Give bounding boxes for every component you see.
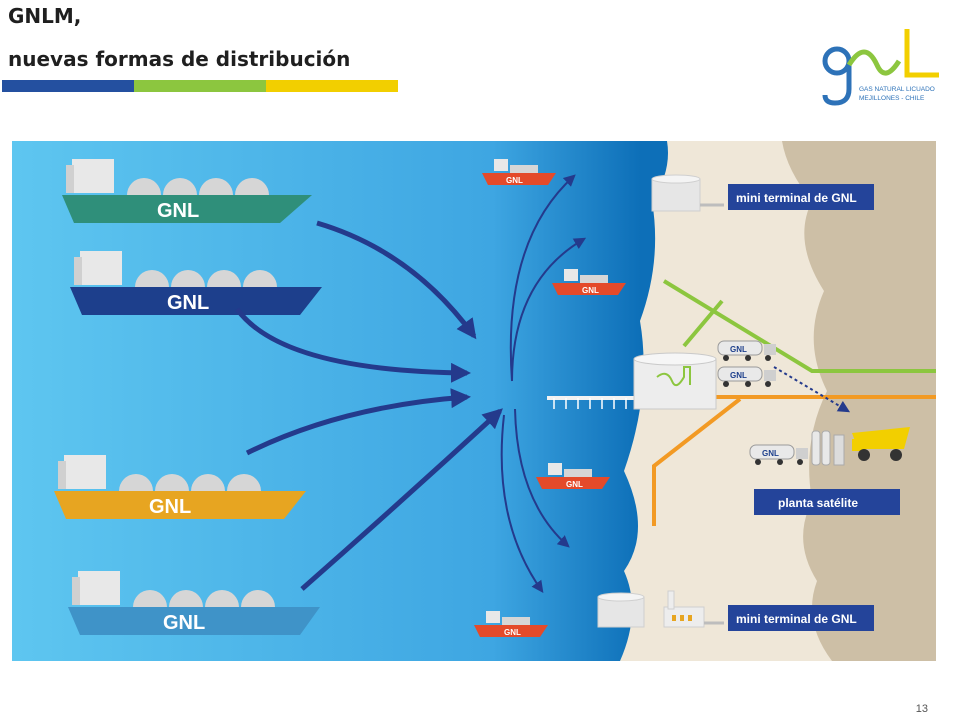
planta-satelite-label: planta satélite (778, 496, 858, 510)
satellite-plant: GNL (749, 430, 845, 466)
arrow-icon (500, 414, 544, 593)
small-ship: GNL (474, 611, 548, 637)
page-title-line-2: nuevas formas de distribución (8, 47, 351, 71)
small-ship-label: GNL (582, 286, 599, 295)
arrow-icon (509, 174, 576, 382)
large-ship: GNL (70, 251, 322, 315)
title-underline-blue (2, 80, 134, 92)
label-box-mini-terminal-bottom (728, 605, 874, 631)
truck-label: GNL (762, 449, 779, 458)
pipelines (652, 279, 936, 526)
page-title-line-1: GNLM, (8, 4, 82, 28)
large-ship: GNL (68, 571, 320, 635)
small-ship: GNL (536, 463, 610, 489)
label-box-mini-terminal-top (728, 184, 874, 210)
label-box-planta-satelite (754, 489, 900, 515)
arrow-icon (514, 408, 570, 548)
title-underline-green (134, 80, 266, 92)
ship-label: GNL (157, 200, 199, 222)
gnl-logo: GAS NATURAL LICUADO MEJILLONES - CHILE (822, 29, 939, 106)
ship-hull (54, 491, 306, 519)
ship-label: GNL (163, 612, 205, 634)
inbound-arrows (234, 220, 503, 591)
mountains (782, 141, 936, 661)
truck: GNL (717, 340, 776, 361)
truck-label: GNL (730, 371, 747, 380)
logo-l-icon (904, 29, 939, 78)
large-ship: GNL (62, 159, 312, 223)
arrow-icon (511, 237, 587, 382)
outbound-arrows (500, 174, 587, 593)
truck-label: GNL (730, 345, 747, 354)
mini-terminal-top (651, 174, 724, 212)
ship-hull (68, 607, 320, 635)
small-ship-hull (536, 477, 610, 489)
small-ship-hull (552, 283, 626, 295)
small-ship: GNL (552, 269, 626, 295)
small-ship-label: GNL (504, 628, 521, 637)
small-ship-label: GNL (506, 176, 523, 185)
logo-tagline-2: MEJILLONES - CHILE (859, 95, 925, 102)
terminal-logo-icon (656, 366, 691, 387)
pier (547, 396, 634, 409)
dotted-arrow-icon (773, 366, 851, 413)
arrow-icon (234, 307, 471, 383)
ship-hull (70, 287, 322, 315)
small-ship-hull (482, 173, 556, 185)
small-ship-label: GNL (566, 480, 583, 489)
large-ship: GNL (54, 455, 306, 519)
arrow-icon (245, 388, 471, 456)
small-ship: GNL (482, 159, 556, 185)
ship-label: GNL (167, 292, 209, 314)
arrow-icon (300, 408, 503, 591)
distribution-diagram: GNL GNL GNL GNL (12, 141, 936, 661)
logo-tagline-1: GAS NATURAL LICUADO (859, 86, 935, 93)
mini-terminal-bottom (597, 590, 724, 628)
gnlm-terminal (633, 352, 717, 410)
ship-label: GNL (149, 496, 191, 518)
mini-terminal-top-label: mini terminal de GNL (736, 191, 857, 205)
page-number: 13 (915, 703, 928, 715)
mining-truck-icon (852, 427, 910, 461)
small-ship-hull (474, 625, 548, 637)
truck: GNL (717, 366, 776, 387)
arrow-icon (316, 220, 477, 340)
mini-terminal-bottom-label: mini terminal de GNL (736, 612, 857, 626)
truck: GNL (749, 444, 808, 465)
title-underline-yellow (266, 80, 398, 92)
ship-hull (62, 195, 312, 223)
logo-n-icon (846, 49, 902, 76)
logo-g-icon (822, 46, 852, 76)
